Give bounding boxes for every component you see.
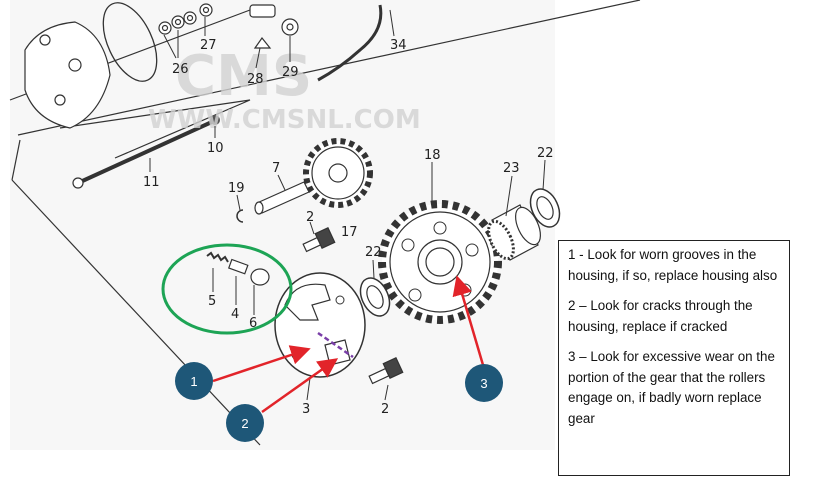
- part-number-labels: 34 27 26 28 29 10 11 7 18 23 22 19 2 17 …: [143, 38, 554, 417]
- part-label: 22: [537, 146, 554, 161]
- highlight-circle: [161, 243, 293, 335]
- small-sprocket: [303, 138, 373, 208]
- part-label: 7: [272, 161, 280, 176]
- leader-lines: [149, 9, 546, 401]
- washer-right: [529, 188, 561, 228]
- arrow-2: [261, 358, 339, 414]
- part-label: 2: [381, 402, 389, 417]
- note-item: 3 – Look for excessive wear on the porti…: [568, 349, 775, 426]
- needle-bearing: [487, 204, 541, 261]
- part-label: 22: [365, 245, 382, 260]
- part-label: 6: [249, 316, 257, 331]
- washers: [158, 3, 213, 35]
- large-sprocket: [378, 200, 502, 324]
- bolt-upper: [302, 226, 336, 253]
- callout-arrows: [212, 275, 485, 414]
- callout-number: 2: [241, 416, 248, 431]
- watermark-url: WWW.CMSNL.COM: [148, 105, 421, 135]
- part-label: 27: [200, 38, 217, 53]
- callout-number: 1: [190, 374, 197, 389]
- crack-line: [317, 331, 354, 359]
- watermark: CMS WWW.CMSNL.COM: [148, 44, 421, 135]
- part-label: 5: [208, 294, 216, 309]
- arrow-3: [452, 275, 485, 366]
- part-label: 2: [306, 210, 314, 225]
- washer-middle: [359, 277, 391, 317]
- part-label: 4: [231, 307, 239, 322]
- ignition-cover: [24, 21, 111, 129]
- cable: [317, 4, 383, 82]
- part-label: 26: [172, 62, 189, 77]
- part-label: 28: [247, 72, 264, 87]
- note-item: 1 - Look for worn grooves in the housing…: [568, 247, 778, 283]
- bolt-lower: [368, 356, 404, 385]
- part-label: 18: [424, 148, 441, 163]
- callout-badge-2: 2: [226, 404, 264, 442]
- o-ring: [102, 2, 158, 82]
- part-label: 3: [302, 402, 310, 417]
- callout-badge-3: 3: [465, 364, 503, 402]
- part-label: 19: [228, 181, 245, 196]
- callout-badge-1: 1: [175, 362, 213, 400]
- long-bolt: [72, 115, 220, 189]
- clutch-housing: [274, 272, 366, 378]
- circlip: [236, 209, 244, 223]
- part-label: 34: [390, 38, 407, 53]
- inspection-notes-box: 1 - Look for worn grooves in the housing…: [558, 240, 790, 476]
- arrow-1: [212, 345, 311, 383]
- clip-parts: [249, 4, 299, 49]
- part-label: 23: [503, 161, 520, 176]
- part-label: 10: [207, 141, 224, 156]
- watermark-logo: CMS: [175, 44, 312, 109]
- part-label: 29: [282, 65, 299, 80]
- part-label: 17: [341, 225, 358, 240]
- note-item: 2 – Look for cracks through the housing,…: [568, 298, 753, 334]
- callout-number: 3: [480, 376, 487, 391]
- part-label: 11: [143, 175, 160, 190]
- spring-roller-cap: [206, 251, 270, 286]
